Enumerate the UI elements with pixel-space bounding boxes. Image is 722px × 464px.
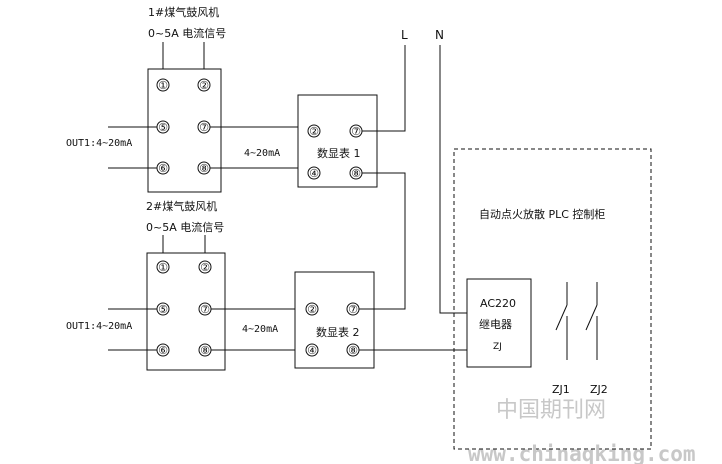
svg-text:⑤: ⑤ — [158, 303, 168, 316]
svg-text:②: ② — [309, 125, 319, 138]
svg-text:②: ② — [307, 303, 317, 316]
contact-zj1-symbol — [555, 282, 568, 360]
disp1-terminal-4: ④ — [307, 166, 321, 180]
disp2-terminal-7: ⑦ — [346, 302, 360, 316]
fan2-out-label: OUT1:4~20mA — [66, 321, 132, 332]
svg-text:②: ② — [200, 261, 210, 274]
line-L-label: L — [401, 28, 408, 42]
contact-zj1-label: ZJ1 — [552, 383, 570, 396]
disp2-terminal-2: ② — [305, 302, 319, 316]
svg-text:⑥: ⑥ — [158, 344, 168, 357]
svg-text:⑧: ⑧ — [351, 167, 361, 180]
line-N-label: N — [435, 28, 444, 42]
display1-label: 数显表 1 — [317, 146, 361, 160]
fan1-terminal-6: ⑥ — [156, 161, 170, 175]
disp1-terminal-2: ② — [307, 124, 321, 138]
fan2-signal-label: 0~5A 电流信号 — [146, 220, 224, 234]
contact-zj2-label: ZJ2 — [590, 383, 608, 396]
relay-voltage: AC220 — [480, 297, 516, 310]
fan1-terminal-1: ① — [156, 78, 170, 92]
fan1-signal-label: 0~5A 电流信号 — [148, 26, 226, 40]
fan1-title: 1#煤气鼓风机 — [148, 5, 219, 19]
fan2-title: 2#煤气鼓风机 — [146, 199, 217, 213]
contact-zj2-symbol — [585, 282, 598, 360]
svg-text:⑥: ⑥ — [158, 162, 168, 175]
wire-L-to-disp1-7 — [362, 45, 406, 132]
relay-box — [466, 278, 532, 368]
svg-text:⑦: ⑦ — [351, 125, 361, 138]
svg-text:⑦: ⑦ — [348, 303, 358, 316]
relay-name: 继电器 — [479, 318, 512, 331]
fan2-terminal-7: ⑦ — [198, 302, 212, 316]
fan2-terminal-8: ⑧ — [198, 343, 212, 357]
loop2-label: 4~20mA — [242, 324, 278, 335]
svg-text:⑧: ⑧ — [199, 162, 209, 175]
svg-text:⑦: ⑦ — [200, 303, 210, 316]
wire-N-to-relay — [439, 45, 467, 314]
svg-text:②: ② — [199, 79, 209, 92]
disp2-terminal-8: ⑧ — [346, 343, 360, 357]
svg-text:④: ④ — [307, 344, 317, 357]
watermark-url: www.chinaqking.com — [468, 442, 696, 464]
svg-text:⑦: ⑦ — [199, 121, 209, 134]
fan2-terminal-2: ② — [198, 260, 212, 274]
relay-code: ZJ — [493, 342, 502, 352]
wire-disp1-8-to-disp2-7 — [359, 172, 406, 310]
svg-text:⑧: ⑧ — [348, 344, 358, 357]
svg-text:④: ④ — [309, 167, 319, 180]
fan2-terminal-6: ⑥ — [156, 343, 170, 357]
watermark-cn: 中国期刊网 — [496, 398, 606, 423]
fan1-terminal-5: ⑤ — [156, 120, 170, 134]
fan1-out-label: OUT1:4~20mA — [66, 138, 132, 149]
fan2-terminal-5: ⑤ — [156, 302, 170, 316]
fan2-terminal-1: ① — [156, 260, 170, 274]
plc-cabinet-boundary — [453, 148, 652, 450]
disp2-terminal-4: ④ — [305, 343, 319, 357]
svg-text:①: ① — [158, 261, 168, 274]
fan1-terminal-7: ⑦ — [197, 120, 211, 134]
fan1-terminal-8: ⑧ — [197, 161, 211, 175]
display2-label: 数显表 2 — [316, 325, 360, 339]
svg-text:⑤: ⑤ — [158, 121, 168, 134]
disp1-terminal-7: ⑦ — [349, 124, 363, 138]
plc-cabinet-title: 自动点火放散 PLC 控制柜 — [479, 207, 605, 221]
svg-text:⑧: ⑧ — [200, 344, 210, 357]
disp1-terminal-8: ⑧ — [349, 166, 363, 180]
loop1-label: 4~20mA — [244, 148, 280, 159]
fan1-terminal-2: ② — [197, 78, 211, 92]
svg-text:①: ① — [158, 79, 168, 92]
